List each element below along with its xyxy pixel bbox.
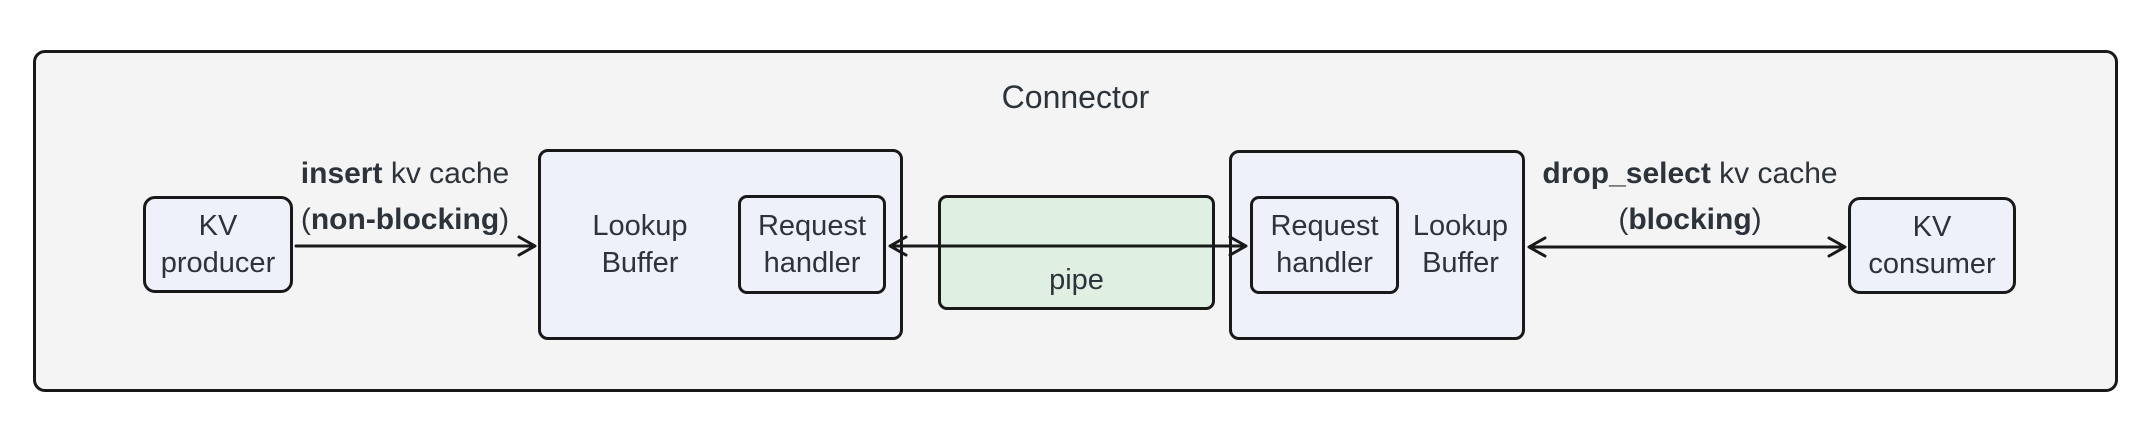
kv-consumer-label-line2: consumer xyxy=(1868,247,1996,280)
insert-object-text: kv cache xyxy=(382,157,510,190)
node-pipe: pipe xyxy=(938,195,1215,310)
pipe-label: pipe xyxy=(1049,264,1104,296)
insert-paren-open: ( xyxy=(300,203,311,236)
node-lookup-buffer-left: Lookup Buffer Request handler xyxy=(538,149,903,340)
kv-consumer-label-line1: KV xyxy=(1912,210,1952,243)
connector-title: Connector xyxy=(1001,79,1150,115)
node-kv-consumer: KV consumer xyxy=(1848,197,2016,294)
request-handler-right-line1: Request xyxy=(1270,210,1379,242)
lookup-buffer-left-label: Lookup Buffer xyxy=(541,152,739,337)
drop-select-mode-text: blocking xyxy=(1628,203,1752,236)
request-handler-left-line1: Request xyxy=(757,209,866,242)
lookup-buffer-right-line2: Buffer xyxy=(1422,247,1499,279)
node-request-handler-left: Request handler xyxy=(738,195,886,294)
kv-producer-label-line1: KV xyxy=(198,209,238,242)
drop-select-method-text: drop_select xyxy=(1542,157,1711,190)
drop-select-paren-open: ( xyxy=(1618,203,1629,236)
kv-producer-label-line2: producer xyxy=(160,246,276,279)
node-kv-producer: KV producer xyxy=(143,196,293,293)
insert-mode-text: non-blocking xyxy=(310,203,500,236)
node-lookup-buffer-right: Request handler Lookup Buffer xyxy=(1229,150,1525,340)
lookup-buffer-right-line1: Lookup xyxy=(1412,210,1509,242)
insert-method-text: insert xyxy=(300,157,383,190)
request-handler-left-line2: handler xyxy=(763,246,861,279)
lookup-buffer-right-label: Lookup Buffer xyxy=(1399,153,1522,337)
drop-select-object-text: kv cache xyxy=(1710,157,1838,190)
insert-paren-close: ) xyxy=(499,203,510,236)
drop-select-paren-close: ) xyxy=(1751,203,1762,236)
insert-edge-label-line1: insert kv cache xyxy=(301,151,509,197)
drop-select-edge-label-line1: drop_select kv cache xyxy=(1542,151,1837,197)
drop-select-edge-label: drop_select kv cache (blocking) xyxy=(1542,151,1837,243)
lookup-buffer-left-line2: Buffer xyxy=(601,246,679,279)
node-request-handler-right: Request handler xyxy=(1250,196,1399,294)
insert-edge-label-line2: (non-blocking) xyxy=(301,197,509,243)
drop-select-edge-label-line2: (blocking) xyxy=(1542,197,1837,243)
lookup-buffer-left-line1: Lookup xyxy=(592,209,688,242)
insert-edge-label: insert kv cache (non-blocking) xyxy=(301,151,509,243)
request-handler-right-line2: handler xyxy=(1276,247,1373,279)
